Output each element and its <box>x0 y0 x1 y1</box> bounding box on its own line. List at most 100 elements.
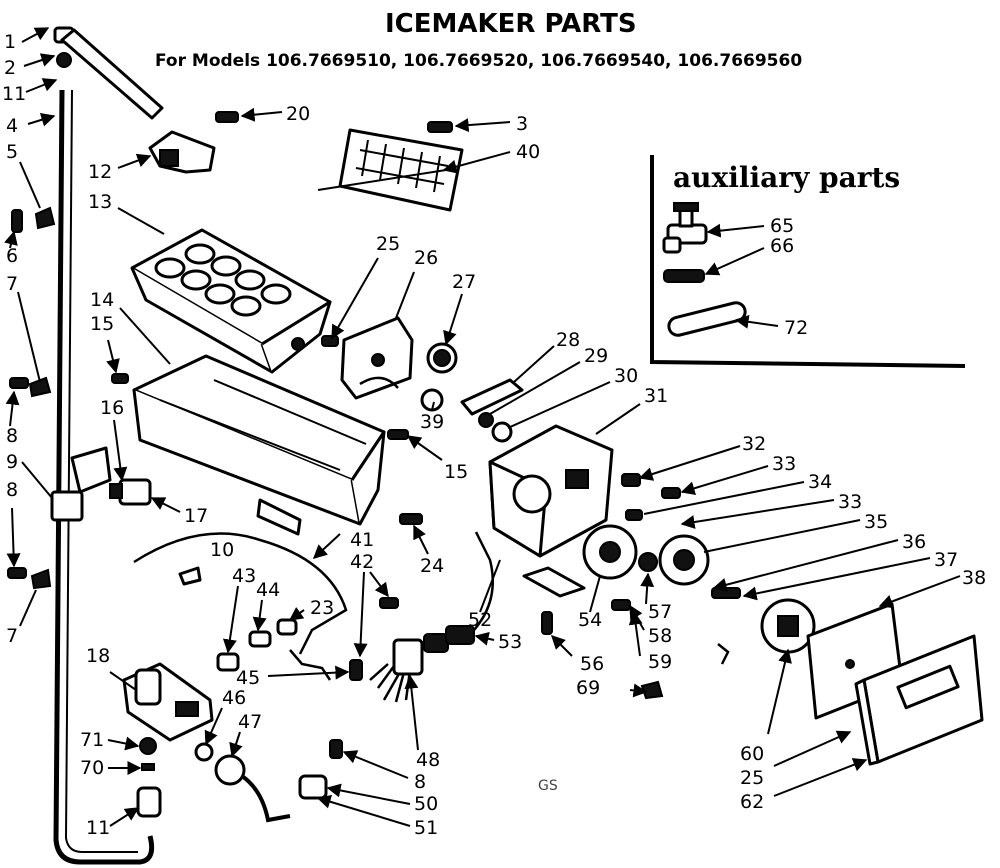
screw-part-24 <box>399 513 423 525</box>
screw-part-42 <box>379 597 399 609</box>
callout-2: 2 <box>4 57 16 79</box>
callout-7a: 7 <box>6 273 18 295</box>
screw-part-32 <box>621 473 641 487</box>
callout-56: 56 <box>580 653 604 675</box>
screw-part-15b <box>387 429 409 440</box>
callout-38: 38 <box>962 567 986 589</box>
screw-part-8b <box>7 567 27 579</box>
callout-45: 45 <box>236 667 260 689</box>
wire-harness-part-41 <box>133 532 348 655</box>
switch-assembly-part-60 <box>760 598 816 654</box>
callout-43: 43 <box>232 565 256 587</box>
washer-part-46 <box>194 742 214 762</box>
callout-58: 58 <box>648 625 672 647</box>
callout-33b: 33 <box>838 491 862 513</box>
callout-57: 57 <box>648 601 672 623</box>
ice-mold-part-13 <box>130 228 332 374</box>
support-housing-part-31 <box>488 424 614 558</box>
motor-part-54 <box>582 524 638 580</box>
screw-part-25 <box>321 335 339 347</box>
callout-41: 41 <box>350 529 374 551</box>
fitting-part-44 <box>248 630 272 648</box>
callout-29: 29 <box>584 345 608 367</box>
callout-60: 60 <box>740 743 764 765</box>
callout-24: 24 <box>420 555 444 577</box>
clip-part-7b <box>30 568 52 590</box>
callout-62: 62 <box>740 791 764 813</box>
callout-17: 17 <box>184 505 208 527</box>
callout-15b: 15 <box>444 461 468 483</box>
fill-cup-arm-part-1 <box>53 26 164 120</box>
callout-8a: 8 <box>6 425 18 447</box>
auxiliary-parts-box: auxiliary parts <box>650 155 966 368</box>
callout-10: 10 <box>210 539 234 561</box>
auxiliary-parts-title: auxiliary parts <box>673 161 900 194</box>
diagram-title: ICEMAKER PARTS <box>385 9 637 39</box>
clip-part-10 <box>178 566 202 586</box>
fitting-part-66 <box>663 269 705 283</box>
bracket-part-16 <box>50 446 112 522</box>
washer-part-30 <box>491 421 513 443</box>
mounting-plate-part-26 <box>340 316 414 400</box>
callout-50: 50 <box>414 793 438 815</box>
shutoff-arm-part-12 <box>148 130 216 174</box>
screw-part-3 <box>427 121 453 133</box>
clip-part-7a <box>28 376 52 398</box>
screw-part-15 <box>111 373 129 384</box>
callout-66: 66 <box>770 235 794 257</box>
callout-54: 54 <box>578 609 602 631</box>
callout-18: 18 <box>86 645 110 667</box>
callout-71: 71 <box>80 729 104 751</box>
mold-housing-part-14 <box>132 354 386 536</box>
callout-44: 44 <box>256 579 280 601</box>
callout-14: 14 <box>90 289 114 311</box>
callout-15a: 15 <box>90 313 114 335</box>
screw-part-8a <box>9 377 29 389</box>
insert-part-70 <box>141 763 155 771</box>
callout-70: 70 <box>80 757 104 779</box>
callout-37: 37 <box>934 549 958 571</box>
tube-assembly-part-47 <box>214 754 291 823</box>
fitting-part-43 <box>216 652 240 672</box>
screw-part-45 <box>349 659 363 681</box>
callout-33a: 33 <box>772 453 796 475</box>
callout-48: 48 <box>416 749 440 771</box>
callout-34: 34 <box>808 471 832 493</box>
switch-part-34 <box>625 509 643 521</box>
spring-part-59 <box>717 643 730 665</box>
timing-gear-part-35 <box>658 534 710 586</box>
callout-69: 69 <box>576 677 600 699</box>
callout-8c: 8 <box>414 771 426 793</box>
shaft-part-36 <box>711 587 741 599</box>
callout-labels: 1 2 11 4 5 6 7 8 9 8 7 12 13 14 15 16 17… <box>2 31 986 839</box>
screw-part-23 <box>276 618 298 636</box>
part-69 <box>640 680 664 700</box>
water-valve-part-18 <box>122 662 214 742</box>
footer-mark: GS <box>538 778 558 794</box>
callout-11a: 11 <box>2 83 26 105</box>
screw-part-8c <box>329 739 343 759</box>
callout-36: 36 <box>902 531 926 553</box>
gear-part-27 <box>426 342 458 374</box>
callout-59: 59 <box>648 651 672 673</box>
screw-part-20 <box>215 111 239 123</box>
callout-8b: 8 <box>6 479 18 501</box>
callout-46: 46 <box>222 687 246 709</box>
tube-part-72 <box>667 301 747 337</box>
callout-32: 32 <box>742 433 766 455</box>
wire-part-53 <box>473 531 494 631</box>
clamp-part-50 <box>298 774 328 800</box>
screw-part-33a <box>661 487 681 499</box>
nut-part-11b <box>136 786 162 818</box>
lever-part-28 <box>460 378 524 416</box>
callout-11b: 11 <box>86 817 110 839</box>
clip-part-5 <box>34 206 56 230</box>
callout-20: 20 <box>286 103 310 125</box>
callout-65: 65 <box>770 215 794 237</box>
callout-31: 31 <box>644 385 668 407</box>
callout-6: 6 <box>6 245 18 267</box>
callout-4: 4 <box>6 115 18 137</box>
callout-16: 16 <box>100 397 124 419</box>
callout-25a: 25 <box>376 233 400 255</box>
